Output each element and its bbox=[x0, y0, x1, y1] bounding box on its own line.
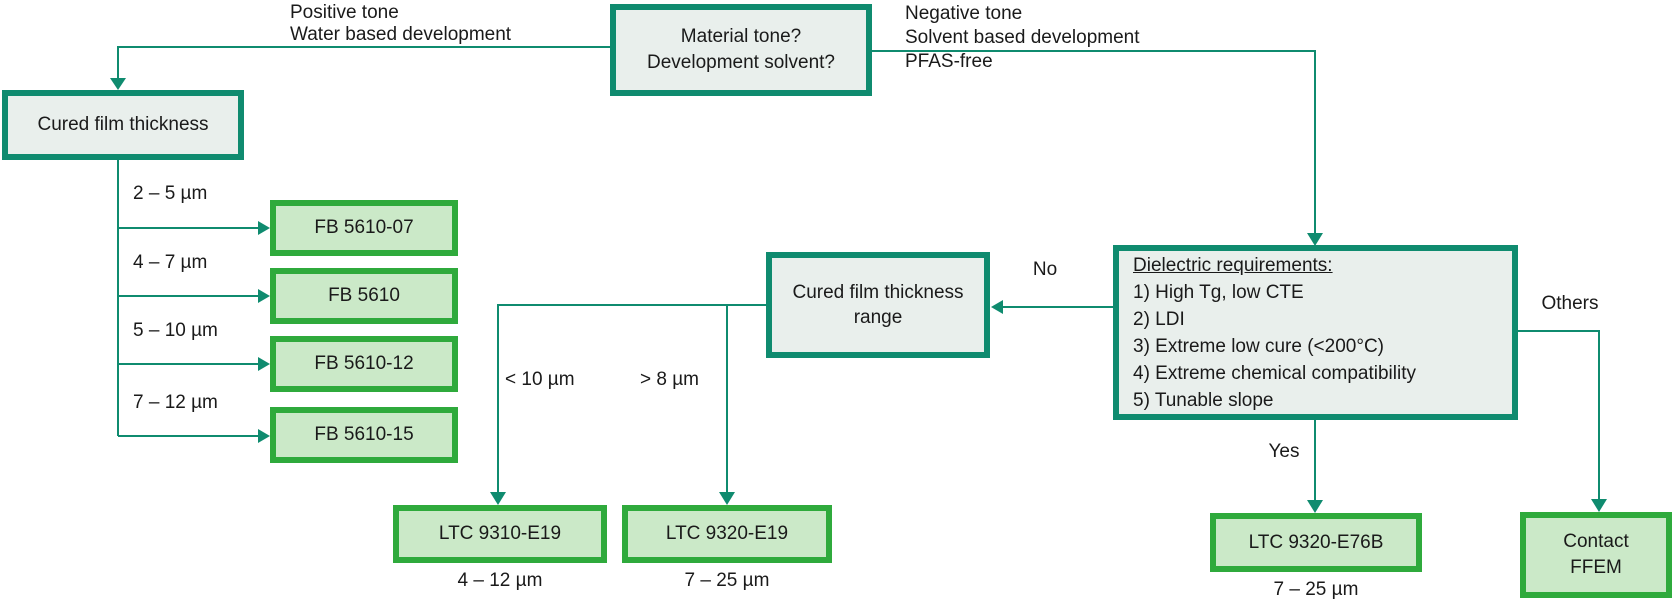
cured-film-thickness-box: Cured film thickness bbox=[2, 90, 244, 160]
dielectric-requirement-item-3: 3) Extreme low cure (<200°C) bbox=[1133, 335, 1384, 357]
thickness-range-label-3: 5 – 10 µm bbox=[133, 320, 218, 341]
cured-film-thickness-range-box: Cured film thickness range bbox=[766, 252, 990, 358]
thickness-range-label-2: 4 – 7 µm bbox=[133, 252, 208, 273]
decision-text-line1: Material tone? bbox=[680, 26, 802, 47]
no-label: No bbox=[1032, 259, 1058, 280]
thickness-range-label-4: 7 – 12 µm bbox=[133, 392, 218, 413]
decision-text-line2: Development solvent? bbox=[647, 52, 835, 73]
ltc-9320-e76b-range-label: 7 – 25 µm bbox=[1273, 579, 1359, 600]
material-tone-decision-box: Material tone? Development solvent? bbox=[610, 4, 872, 96]
dielectric-requirement-item-5: 5) Tunable slope bbox=[1133, 389, 1274, 411]
product-box-ltc-9320-e19: LTC 9320-E19 bbox=[622, 505, 832, 563]
positive-tone-branch-label: Positive tone Water based development bbox=[290, 2, 512, 45]
dielectric-requirement-item-4: 4) Extreme chemical compatibility bbox=[1133, 362, 1416, 384]
dielectric-requirements-title: Dielectric requirements: bbox=[1133, 254, 1333, 276]
product-box-fb-5610-15: FB 5610-15 bbox=[270, 407, 458, 463]
dielectric-requirements-box: Dielectric requirements: 1) High Tg, low… bbox=[1113, 245, 1518, 420]
lt-10um-label: < 10 µm bbox=[505, 369, 575, 390]
yes-label: Yes bbox=[1268, 441, 1300, 462]
contact-ffem-box: Contact FFEM bbox=[1520, 512, 1672, 598]
gt-8um-label: > 8 µm bbox=[640, 369, 699, 390]
dielectric-requirement-item-2: 2) LDI bbox=[1133, 308, 1185, 330]
product-box-ltc-9310-e19: LTC 9310-E19 bbox=[393, 505, 607, 563]
product-box-fb-5610: FB 5610 bbox=[270, 268, 458, 324]
product-box-fb-5610-12: FB 5610-12 bbox=[270, 336, 458, 392]
dielectric-requirement-item-1: 1) High Tg, low CTE bbox=[1133, 281, 1304, 303]
ltc-9310-range-label: 4 – 12 µm bbox=[457, 570, 543, 591]
others-label: Others bbox=[1541, 293, 1599, 314]
ltc-9320-range-label: 7 – 25 µm bbox=[684, 570, 770, 591]
negative-tone-branch-label: Negative tone Solvent based development … bbox=[905, 3, 1140, 72]
product-box-ltc-9320-e76b: LTC 9320-E76B bbox=[1210, 513, 1422, 572]
thickness-range-label-1: 2 – 5 µm bbox=[133, 183, 208, 204]
product-box-fb-5610-07: FB 5610-07 bbox=[270, 200, 458, 256]
